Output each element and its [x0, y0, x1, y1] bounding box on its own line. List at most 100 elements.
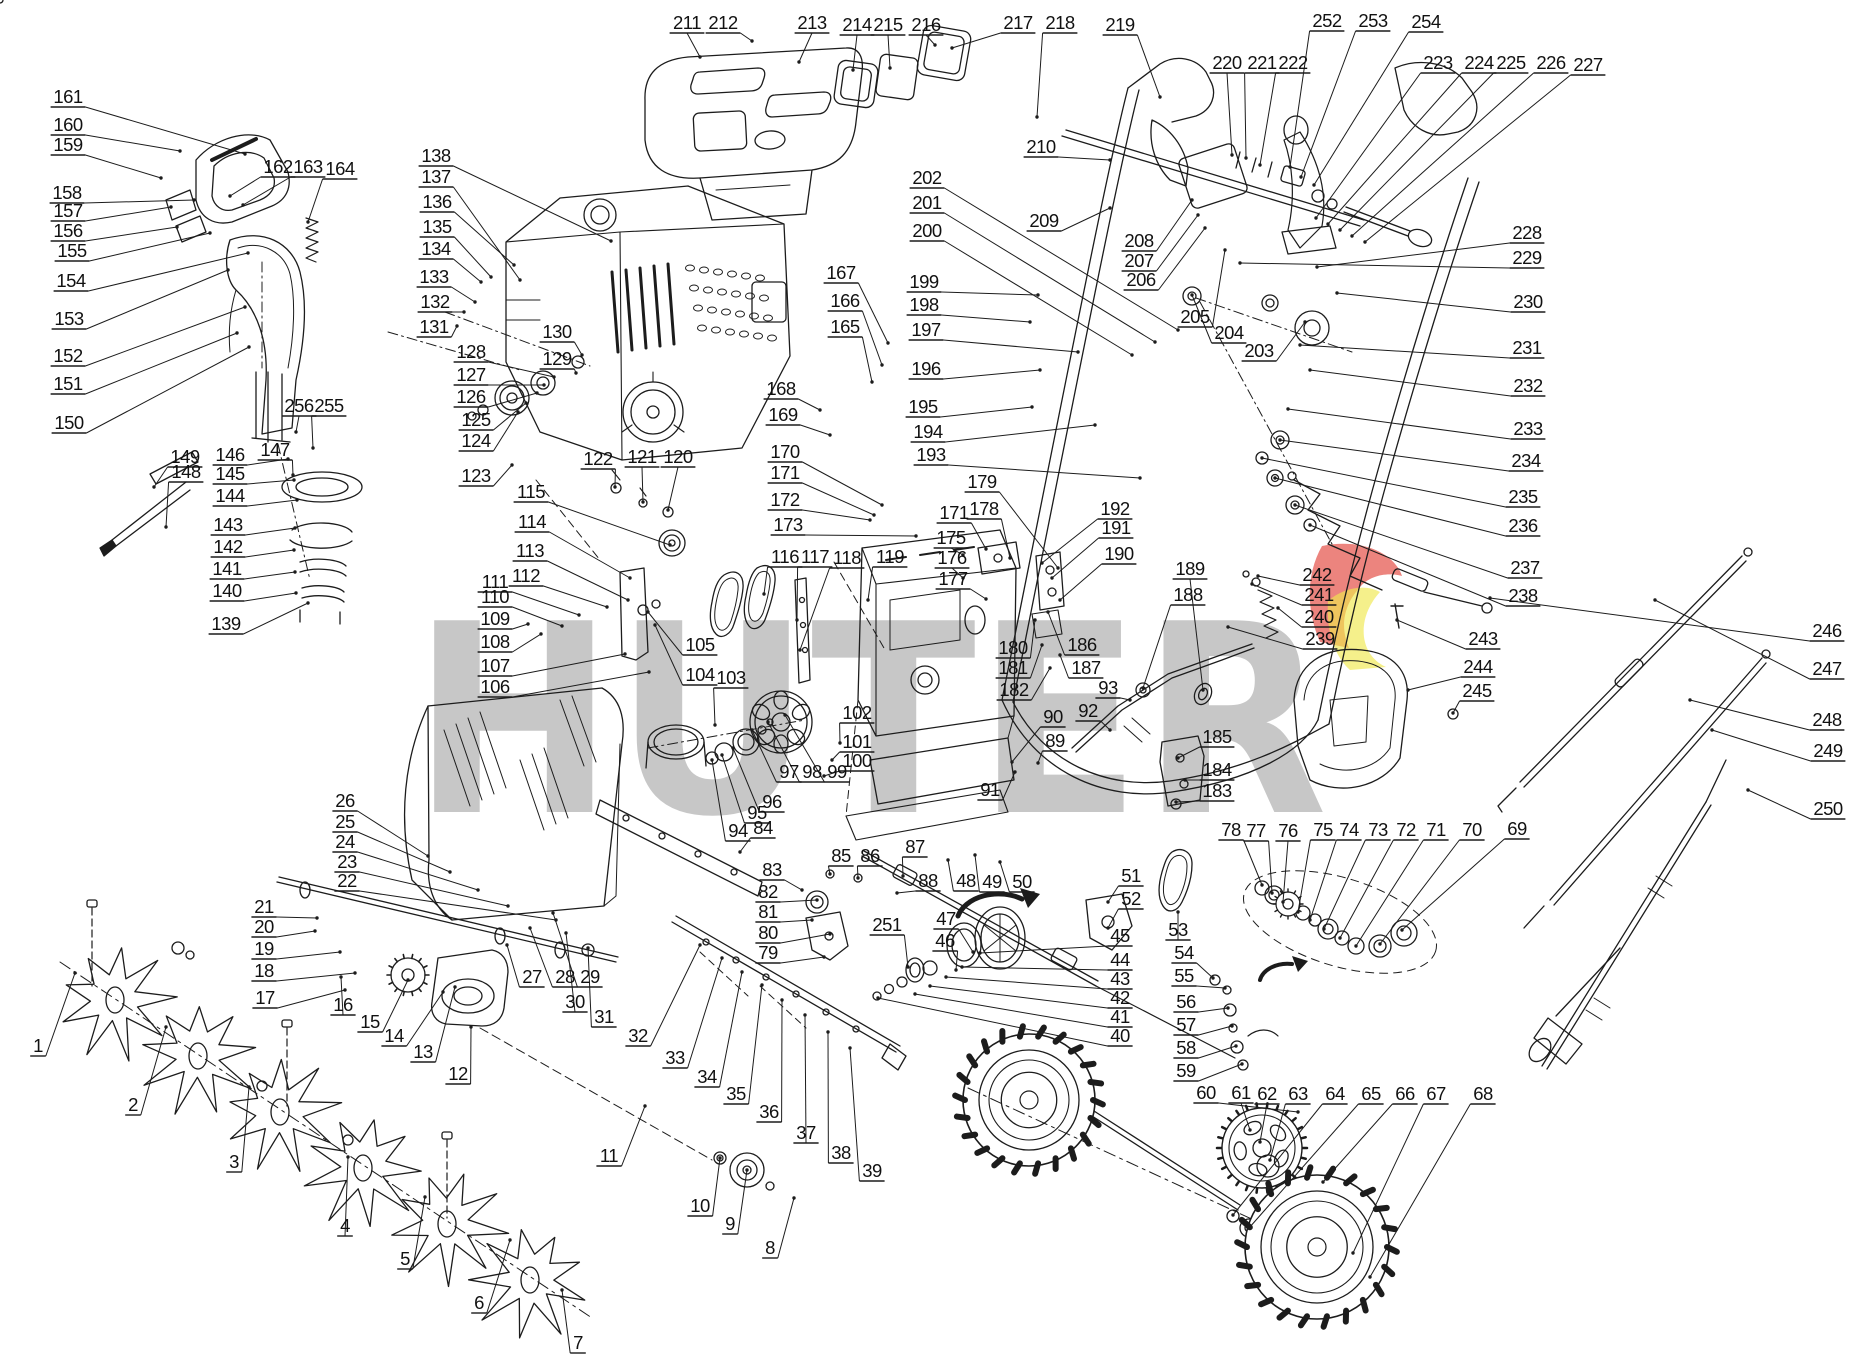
slide-plate-drawing — [794, 577, 811, 684]
part-label-181: 181 — [998, 657, 1028, 678]
part-label-151: 151 — [53, 373, 83, 394]
leader-end-dot — [1247, 1226, 1251, 1230]
leader-line — [276, 930, 316, 938]
leader-line — [451, 286, 476, 303]
leader-end-dot — [762, 592, 766, 596]
leader-line — [944, 240, 1133, 356]
leader-line — [84, 199, 195, 204]
leader-line — [276, 916, 318, 919]
vent-hole — [741, 272, 751, 280]
part-label-256: 256 — [284, 395, 314, 416]
part-label-165: 165 — [830, 316, 860, 337]
leader-end-dot — [1050, 576, 1054, 580]
leader-end-dot — [1395, 618, 1399, 622]
leader-line — [1061, 207, 1111, 232]
leader-line — [1747, 789, 1811, 820]
vent-hole — [753, 332, 763, 340]
leader-line — [1379, 839, 1460, 945]
leader-line — [1322, 1103, 1393, 1183]
leader-line — [512, 606, 563, 627]
part-label-193: 193 — [916, 444, 946, 465]
part-label-177: 177 — [938, 568, 968, 589]
leader-end-dot — [169, 205, 173, 209]
part-label-94: 94 — [728, 820, 748, 841]
leader-end-dot — [1106, 926, 1110, 930]
part-label-64: 64 — [1325, 1083, 1345, 1104]
part-label-255: 255 — [314, 395, 344, 416]
part-label-186: 186 — [1067, 634, 1097, 655]
leader-end-dot — [455, 324, 459, 328]
leader-end-dot — [668, 543, 672, 547]
worm-gear-part — [394, 987, 399, 993]
part-label-106: 106 — [480, 676, 510, 697]
part-label-242: 242 — [1302, 564, 1332, 585]
gear-part — [1274, 895, 1279, 899]
leader-line — [1364, 74, 1571, 243]
part-label-125: 125 — [461, 409, 491, 430]
leader-line — [1198, 1063, 1243, 1082]
leader-end-dot — [551, 911, 555, 915]
leader-line — [512, 591, 580, 616]
leader-end-dot — [720, 956, 724, 960]
sprocket-part — [1248, 1162, 1268, 1177]
part-label-103: 103 — [716, 667, 746, 688]
part-label-240: 240 — [1304, 606, 1334, 627]
leader-end-dot — [343, 988, 347, 992]
part-label-68: 68 — [1473, 1083, 1493, 1104]
leader-line — [242, 176, 291, 206]
leader-line — [1401, 838, 1505, 931]
tire-part — [980, 1038, 991, 1055]
leader-end-dot — [960, 965, 964, 969]
part-label-210: 210 — [1026, 136, 1056, 157]
part-label-232: 232 — [1513, 375, 1543, 396]
leader-line — [1100, 720, 1111, 731]
part-label-99: 99 — [827, 761, 847, 782]
gear-frame-drawing — [845, 529, 1017, 841]
leader-line — [1313, 31, 1410, 186]
leader-end-dot — [1312, 183, 1316, 187]
leader-line — [452, 186, 521, 281]
part-label-141: 141 — [212, 558, 242, 579]
leader-line — [951, 567, 964, 579]
gear-part — [1282, 898, 1294, 910]
leader-end-dot — [241, 203, 245, 207]
leader-end-dot — [1354, 944, 1358, 948]
leader-end-dot — [462, 310, 466, 314]
leader-end-dot — [1036, 293, 1040, 297]
leader-end-dot — [872, 513, 876, 517]
leader-line — [245, 527, 296, 536]
leader-end-dot — [226, 268, 230, 272]
part-label-92: 92 — [1078, 700, 1098, 721]
worm-gear-part — [402, 953, 406, 960]
vent-hole — [727, 270, 737, 278]
leader-line — [948, 464, 1141, 479]
part-label-198: 198 — [909, 294, 939, 315]
leader-line — [1198, 1007, 1229, 1013]
drive-belts-drawing — [709, 565, 776, 638]
vent-hole — [699, 266, 709, 274]
part-label-10: 10 — [690, 1195, 710, 1216]
leader-end-dot — [1350, 234, 1354, 238]
leader-line — [85, 306, 246, 367]
part-label-142: 142 — [213, 536, 243, 557]
leader-end-dot — [448, 870, 452, 874]
leader-end-dot — [973, 853, 977, 857]
vent-hole — [711, 326, 721, 334]
leader-end-dot — [822, 955, 826, 959]
vent-hole — [713, 268, 723, 276]
part-label-145: 145 — [215, 463, 245, 484]
gear-part — [1274, 909, 1279, 913]
leader-end-dot — [1378, 942, 1382, 946]
sprocket-part — [1244, 1184, 1250, 1192]
leader-end-dot — [1303, 320, 1307, 324]
leader-line — [1336, 292, 1511, 313]
leader-line — [1309, 839, 1337, 921]
part-label-111: 111 — [482, 571, 509, 592]
leader-end-dot — [822, 774, 826, 778]
leader-line — [1029, 619, 1036, 659]
gear-part — [1279, 913, 1283, 918]
leader-end-dot — [586, 946, 590, 950]
part-label-233: 233 — [1513, 418, 1543, 439]
leader-line — [887, 34, 891, 69]
